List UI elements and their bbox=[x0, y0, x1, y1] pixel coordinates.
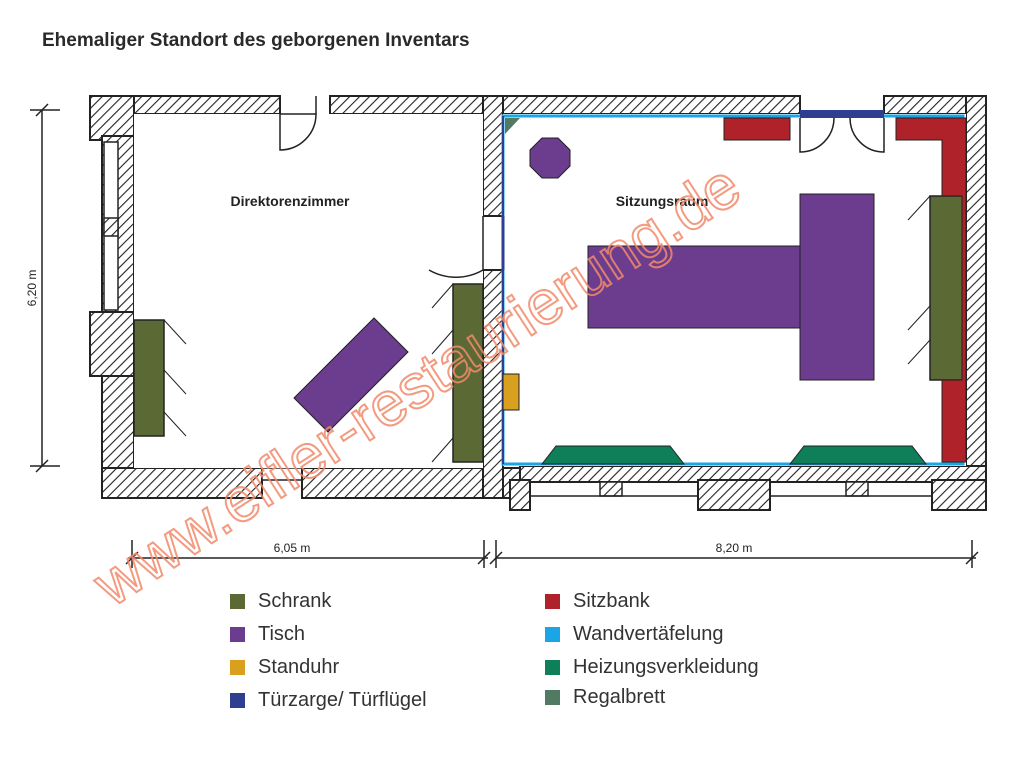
door-top-right bbox=[799, 110, 885, 153]
dimension-height bbox=[30, 103, 60, 473]
legend-item-schrank: Schrank bbox=[230, 588, 331, 614]
legend-item-heizungsverkleidung: Heizungsverkleidung bbox=[545, 654, 759, 680]
legend-label: Heizungsverkleidung bbox=[573, 655, 759, 678]
dimension-width-right-label: 8,20 m bbox=[716, 541, 753, 555]
dimension-width-left-label: 6,05 m bbox=[274, 541, 311, 555]
table-sitzungsraum-cross bbox=[799, 193, 875, 381]
legend-swatch bbox=[230, 692, 245, 708]
legend-swatch bbox=[545, 626, 560, 642]
bench-top bbox=[723, 117, 791, 141]
legend-label: Wandvertäfelung bbox=[573, 622, 724, 645]
legend-label: Regalbrett bbox=[573, 685, 666, 708]
table-direktorenzimmer bbox=[293, 317, 409, 433]
door-middle bbox=[428, 216, 505, 278]
floor-direktorenzimmer bbox=[134, 114, 483, 468]
shelf bbox=[505, 118, 520, 134]
legend-item-sitzbank: Sitzbank bbox=[545, 588, 650, 614]
legend-swatch bbox=[545, 593, 560, 609]
diagram-title: Ehemaliger Standort des geborgenen Inven… bbox=[42, 30, 470, 51]
legend-swatch bbox=[230, 626, 245, 642]
legend-item-standuhr: Standuhr bbox=[230, 654, 339, 680]
legend-item-tisch: Tisch bbox=[230, 621, 305, 647]
legend-item-regalbrett: Regalbrett bbox=[545, 684, 665, 710]
legend-swatch bbox=[545, 659, 560, 675]
legend-item-tuerzarge: Türzarge/ Türflügel bbox=[230, 687, 427, 713]
legend-swatch bbox=[545, 689, 560, 705]
legend-swatch bbox=[230, 659, 245, 675]
dimension-height-label: 6,20 m bbox=[25, 270, 39, 307]
legend-item-wandvertaefelung: Wandvertäfelung bbox=[545, 621, 723, 647]
legend-label: Türzarge/ Türflügel bbox=[258, 688, 427, 711]
cabinet-right bbox=[929, 195, 967, 381]
radiator-cover-left bbox=[540, 445, 686, 465]
radiator-cover-right bbox=[788, 445, 928, 465]
legend-label: Sitzbank bbox=[573, 589, 650, 612]
bench-right bbox=[895, 117, 967, 463]
dimension-width bbox=[125, 540, 979, 568]
room-label-left: Direktorenzimmer bbox=[230, 193, 350, 209]
legend-label: Standuhr bbox=[258, 655, 340, 678]
legend-swatch bbox=[230, 593, 245, 609]
grandfather-clock bbox=[502, 373, 520, 411]
door-top-left bbox=[279, 96, 317, 151]
legend-label: Tisch bbox=[258, 622, 306, 645]
legend-label: Schrank bbox=[258, 589, 332, 612]
cabinet-left bbox=[133, 319, 165, 437]
room-label-right: Sitzungsraum bbox=[616, 193, 709, 209]
table-sitzungsraum-long bbox=[587, 245, 801, 329]
cabinet-middle bbox=[452, 283, 484, 463]
table-octagon bbox=[529, 137, 571, 179]
